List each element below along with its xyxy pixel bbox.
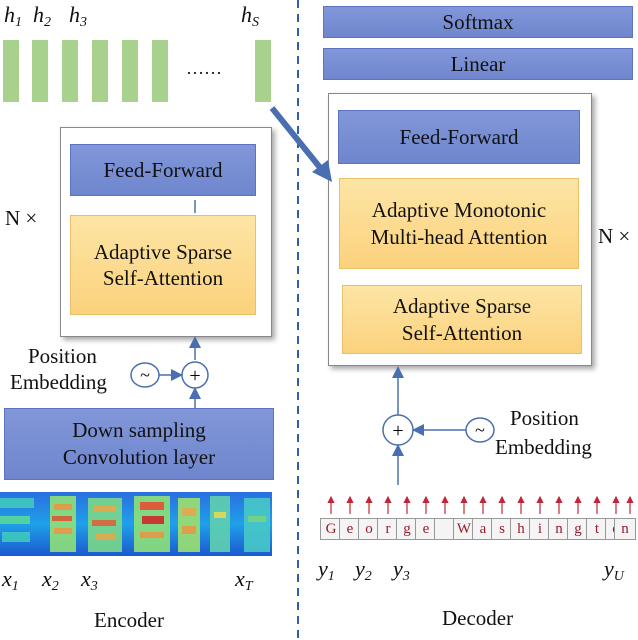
decoder-plus-glyph: + (392, 420, 403, 442)
hidden-label-h1: h1 (4, 2, 22, 30)
token-arrows (327, 495, 634, 514)
encoder-tilde-glyph: ~ (140, 365, 150, 385)
token-box: s (491, 518, 513, 540)
encoder-embedding-label: Embedding (10, 370, 107, 394)
input-label-xt: xT (235, 566, 253, 594)
input-label-x3: x3 (81, 566, 98, 594)
encoder-caption: Encoder (94, 608, 164, 632)
token-box: W (453, 518, 475, 540)
output-label-y2: y2 (355, 556, 372, 584)
hidden-label-h2: h2 (33, 2, 51, 30)
input-label-x2: x2 (42, 566, 59, 594)
hidden-label-h3: h3 (69, 2, 87, 30)
decoder-feed-forward-block: Feed-Forward (338, 110, 580, 164)
hidden-state-bar (152, 40, 168, 102)
hidden-state-bar (92, 40, 108, 102)
encoder-plus-glyph: + (189, 365, 200, 387)
token-box: n (614, 518, 636, 540)
decoder-position-label: Position (510, 406, 579, 430)
decoder-embedding-label: Embedding (495, 435, 592, 459)
hidden-state-bar (62, 40, 78, 102)
softmax-block: Softmax (323, 6, 633, 38)
hidden-label-hs: hS (241, 2, 259, 30)
decoder-caption: Decoder (442, 606, 514, 630)
cross-attention-arrow (269, 106, 325, 172)
decoder-repeat-label: N × (598, 224, 631, 248)
output-label-y1: y1 (318, 556, 335, 584)
hidden-state-bar (3, 40, 19, 102)
token-box: e (339, 518, 361, 540)
hidden-ellipsis: …… (186, 58, 222, 78)
input-label-x1: x1 (2, 566, 19, 594)
encoder-position-label: Position (28, 344, 97, 368)
hidden-state-bar (255, 40, 271, 102)
encoder-feed-forward-block: Feed-Forward (70, 144, 256, 196)
decoder-tilde-glyph: ~ (475, 420, 485, 440)
hidden-state-bar (32, 40, 48, 102)
hidden-state-bar (122, 40, 138, 102)
linear-block: Linear (323, 48, 633, 80)
token-box: h (510, 518, 532, 540)
encoder-repeat-label: N × (5, 206, 38, 230)
spectrogram-image (0, 492, 272, 556)
cross-attention-arrowhead (312, 160, 332, 182)
token-box: a (472, 518, 494, 540)
output-label-y3: y3 (393, 556, 410, 584)
output-label-yu: yU (604, 556, 624, 584)
